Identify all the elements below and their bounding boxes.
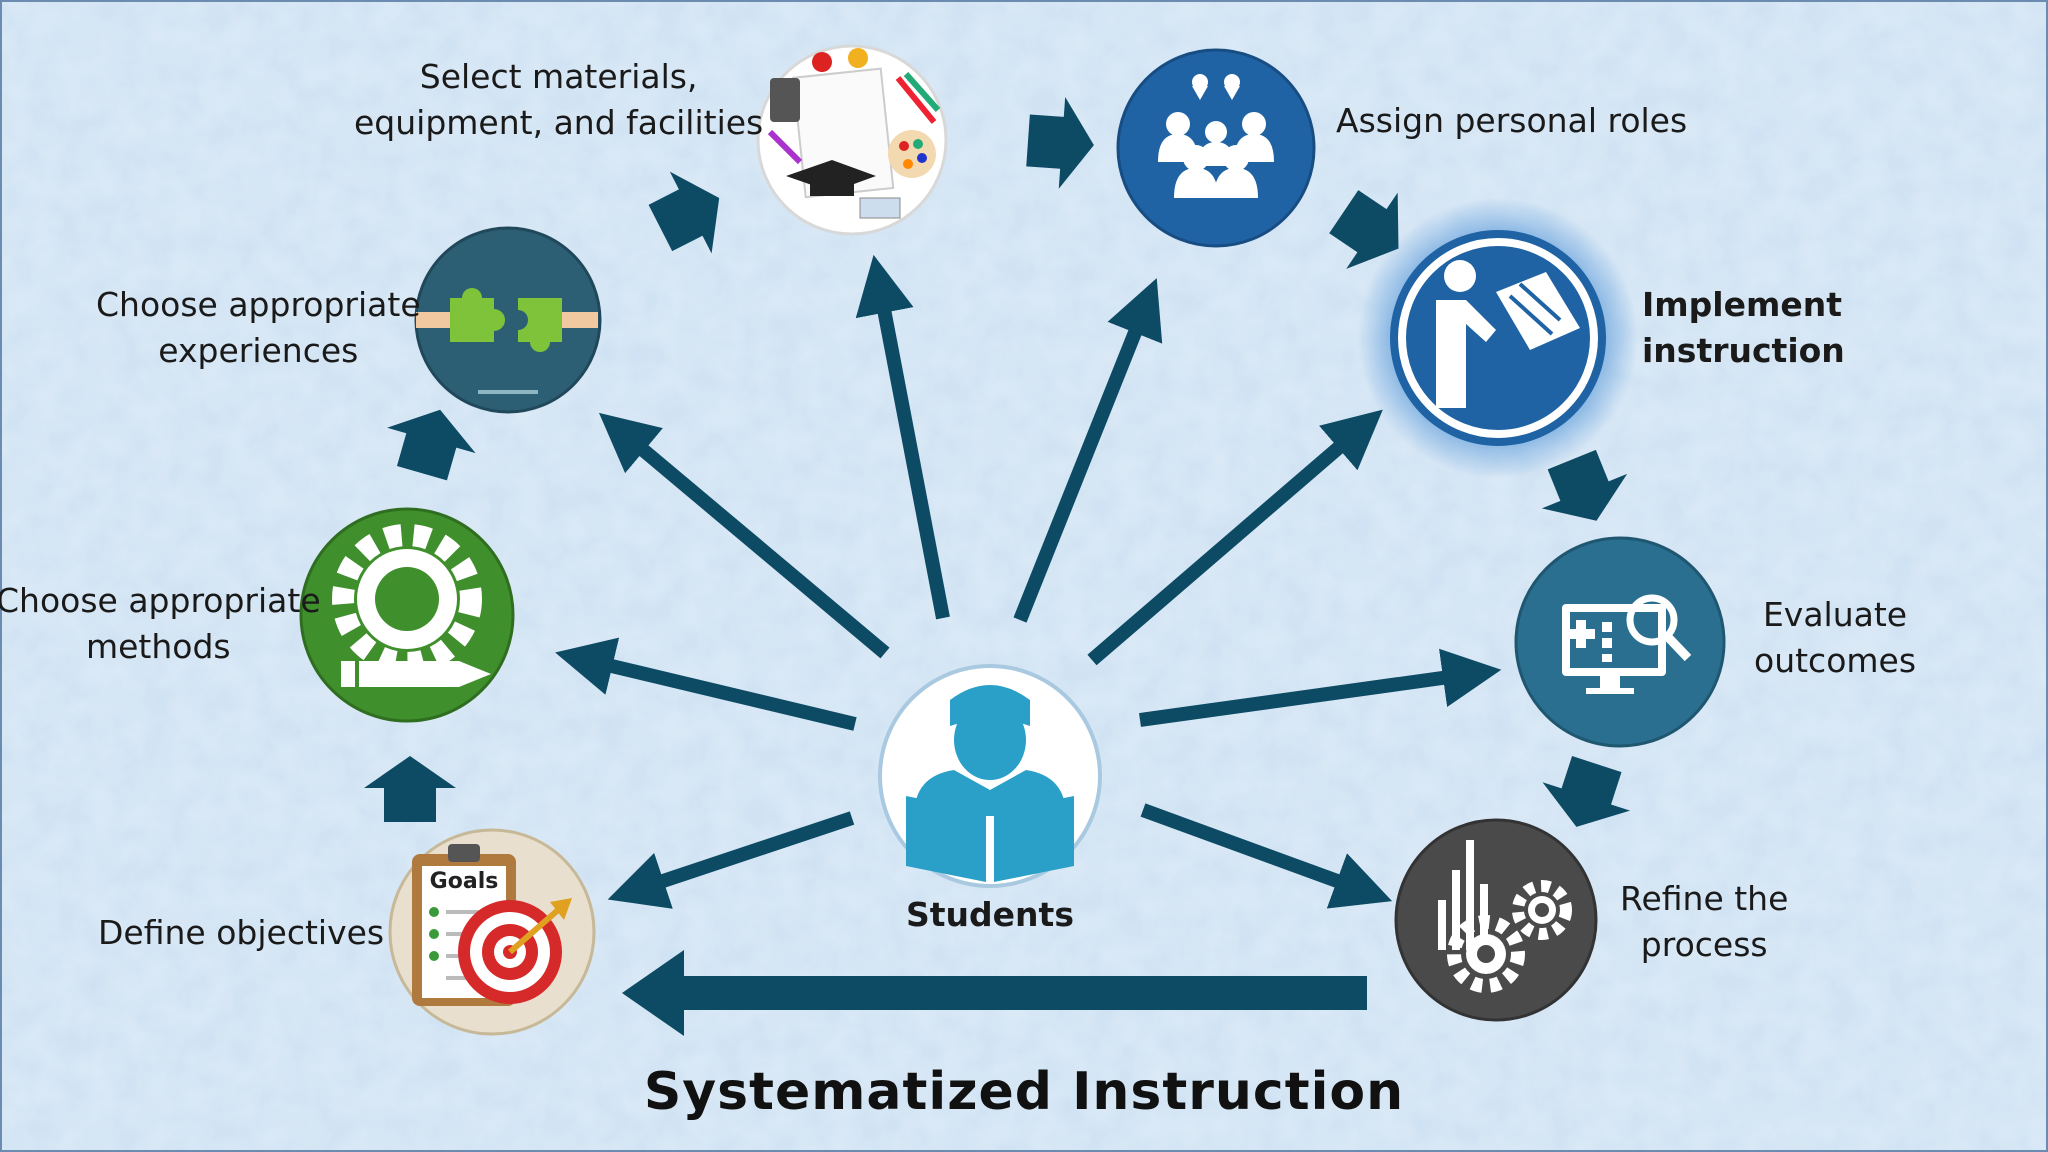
- label-assign-roles: Assign personal roles: [1336, 98, 1687, 144]
- label-line: Choose appropriate: [96, 285, 421, 324]
- spoke-arrow: [1140, 803, 1393, 909]
- school-supplies-icon: [767, 48, 941, 219]
- cycle-arrow: [1026, 96, 1094, 189]
- label-implement-instruction: Implement instruction: [1642, 282, 1845, 374]
- cycle-arrow: [1541, 449, 1628, 521]
- label-line: experiences: [158, 331, 359, 370]
- puzzle-hands-icon: [416, 288, 598, 394]
- label-line: Select materials,: [419, 57, 698, 96]
- label-line: process: [1640, 925, 1768, 964]
- node-choose-experiences: [414, 226, 602, 414]
- label-line: methods: [85, 627, 231, 666]
- label-line: Assign personal roles: [1336, 101, 1688, 140]
- spoke-arrows: [555, 254, 1502, 909]
- label-line: outcomes: [1754, 641, 1917, 680]
- spoke-arrow: [1139, 648, 1502, 727]
- label-line: Implement: [1642, 285, 1843, 324]
- monitor-magnifier-icon: [1562, 594, 1692, 694]
- node-choose-methods: [299, 507, 515, 723]
- cycle-arrow: [648, 171, 720, 254]
- label-line: Define objectives: [98, 913, 385, 952]
- bottom-return-arrow: [622, 950, 1367, 1036]
- cycle-arrow: [1329, 190, 1399, 269]
- node-define-objectives: Goals: [388, 828, 596, 1036]
- label-refine-process: Refine the process: [1620, 876, 1788, 968]
- label-students: Students: [890, 892, 1090, 938]
- cycle-arrow: [1542, 756, 1631, 827]
- label-define-objectives: Define objectives: [98, 910, 384, 956]
- label-select-materials: Select materials, equipment, and facilit…: [354, 54, 763, 146]
- goals-icon-text: Goals: [430, 869, 499, 894]
- reading-manual-icon: [1436, 260, 1580, 408]
- goals-target-icon: Goals: [412, 844, 572, 1006]
- gear-pencil-icon: [332, 524, 491, 687]
- label-line: Choose appropriate: [0, 581, 321, 620]
- cycle-arrow: [364, 756, 456, 822]
- node-assign-roles: [1116, 48, 1316, 248]
- gears-chart-icon: [1438, 840, 1572, 993]
- label-line: Students: [906, 895, 1074, 934]
- diagram-title: Systematized Instruction: [643, 1062, 1405, 1122]
- student-reading-icon: [906, 685, 1074, 882]
- label-choose-experiences: Choose appropriate experiences: [96, 282, 421, 374]
- cycle-arrows: [364, 96, 1631, 827]
- spoke-arrow: [855, 254, 950, 620]
- label-line: instruction: [1642, 331, 1845, 370]
- node-evaluate-outcomes: [1514, 536, 1726, 748]
- node-select-materials: [756, 44, 948, 236]
- node-refine-process: [1394, 818, 1598, 1022]
- label-line: equipment, and facilities: [354, 103, 764, 142]
- label-line: Refine the: [1620, 879, 1789, 918]
- spoke-arrow: [1013, 278, 1163, 623]
- label-choose-methods: Choose appropriate methods: [0, 578, 321, 670]
- spoke-arrow: [598, 412, 890, 659]
- spoke-arrow: [1087, 409, 1383, 666]
- cycle-arrow: [387, 409, 476, 481]
- spoke-arrow: [555, 637, 857, 731]
- label-line: Evaluate: [1762, 595, 1908, 634]
- node-implement-instruction: [1358, 198, 1638, 478]
- center-students-node: [878, 664, 1102, 888]
- spoke-arrow: [607, 811, 855, 909]
- people-group-icon: [1158, 74, 1274, 198]
- label-evaluate-outcomes: Evaluate outcomes: [1754, 592, 1916, 684]
